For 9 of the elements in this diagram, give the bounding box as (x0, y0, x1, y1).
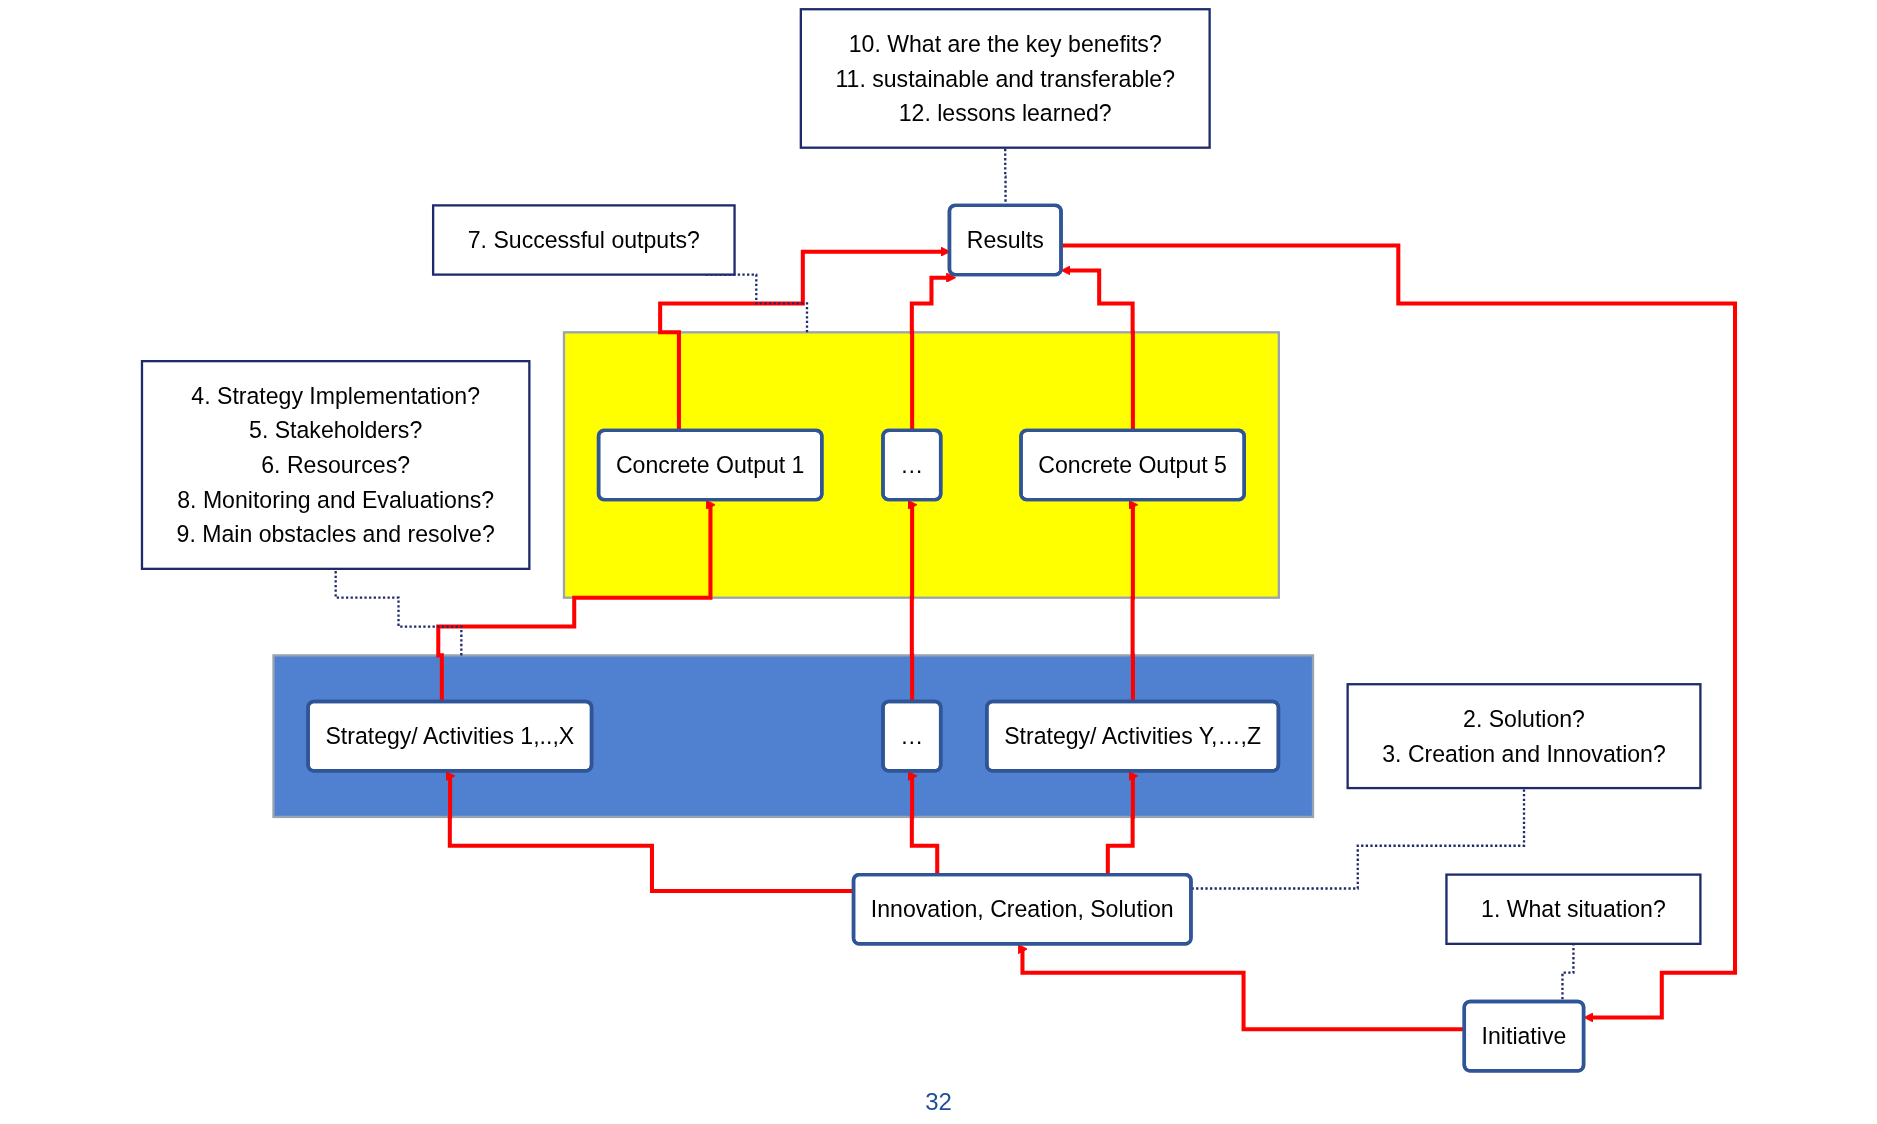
node-box: 2. Solution? 3. Creation and Innovation? (1346, 683, 1702, 790)
page-number: 32 (925, 1088, 952, 1115)
node-box: 1. What situation? (1445, 873, 1702, 945)
node-box: 4. Strategy Implementation? 5. Stakeholders? 6. Resources? 8. Monitoring and Evaluations? 9. Main obstacles and resolve? (140, 360, 531, 570)
cluster (272, 654, 1315, 819)
cluster (562, 331, 1280, 599)
node-box: 7. Successful outputs? (432, 204, 736, 276)
arrow (1061, 243, 1738, 1023)
node-box: 10. What are the key benefits? 11. sustainable and transferable? 12. lessons learned? (799, 8, 1211, 149)
